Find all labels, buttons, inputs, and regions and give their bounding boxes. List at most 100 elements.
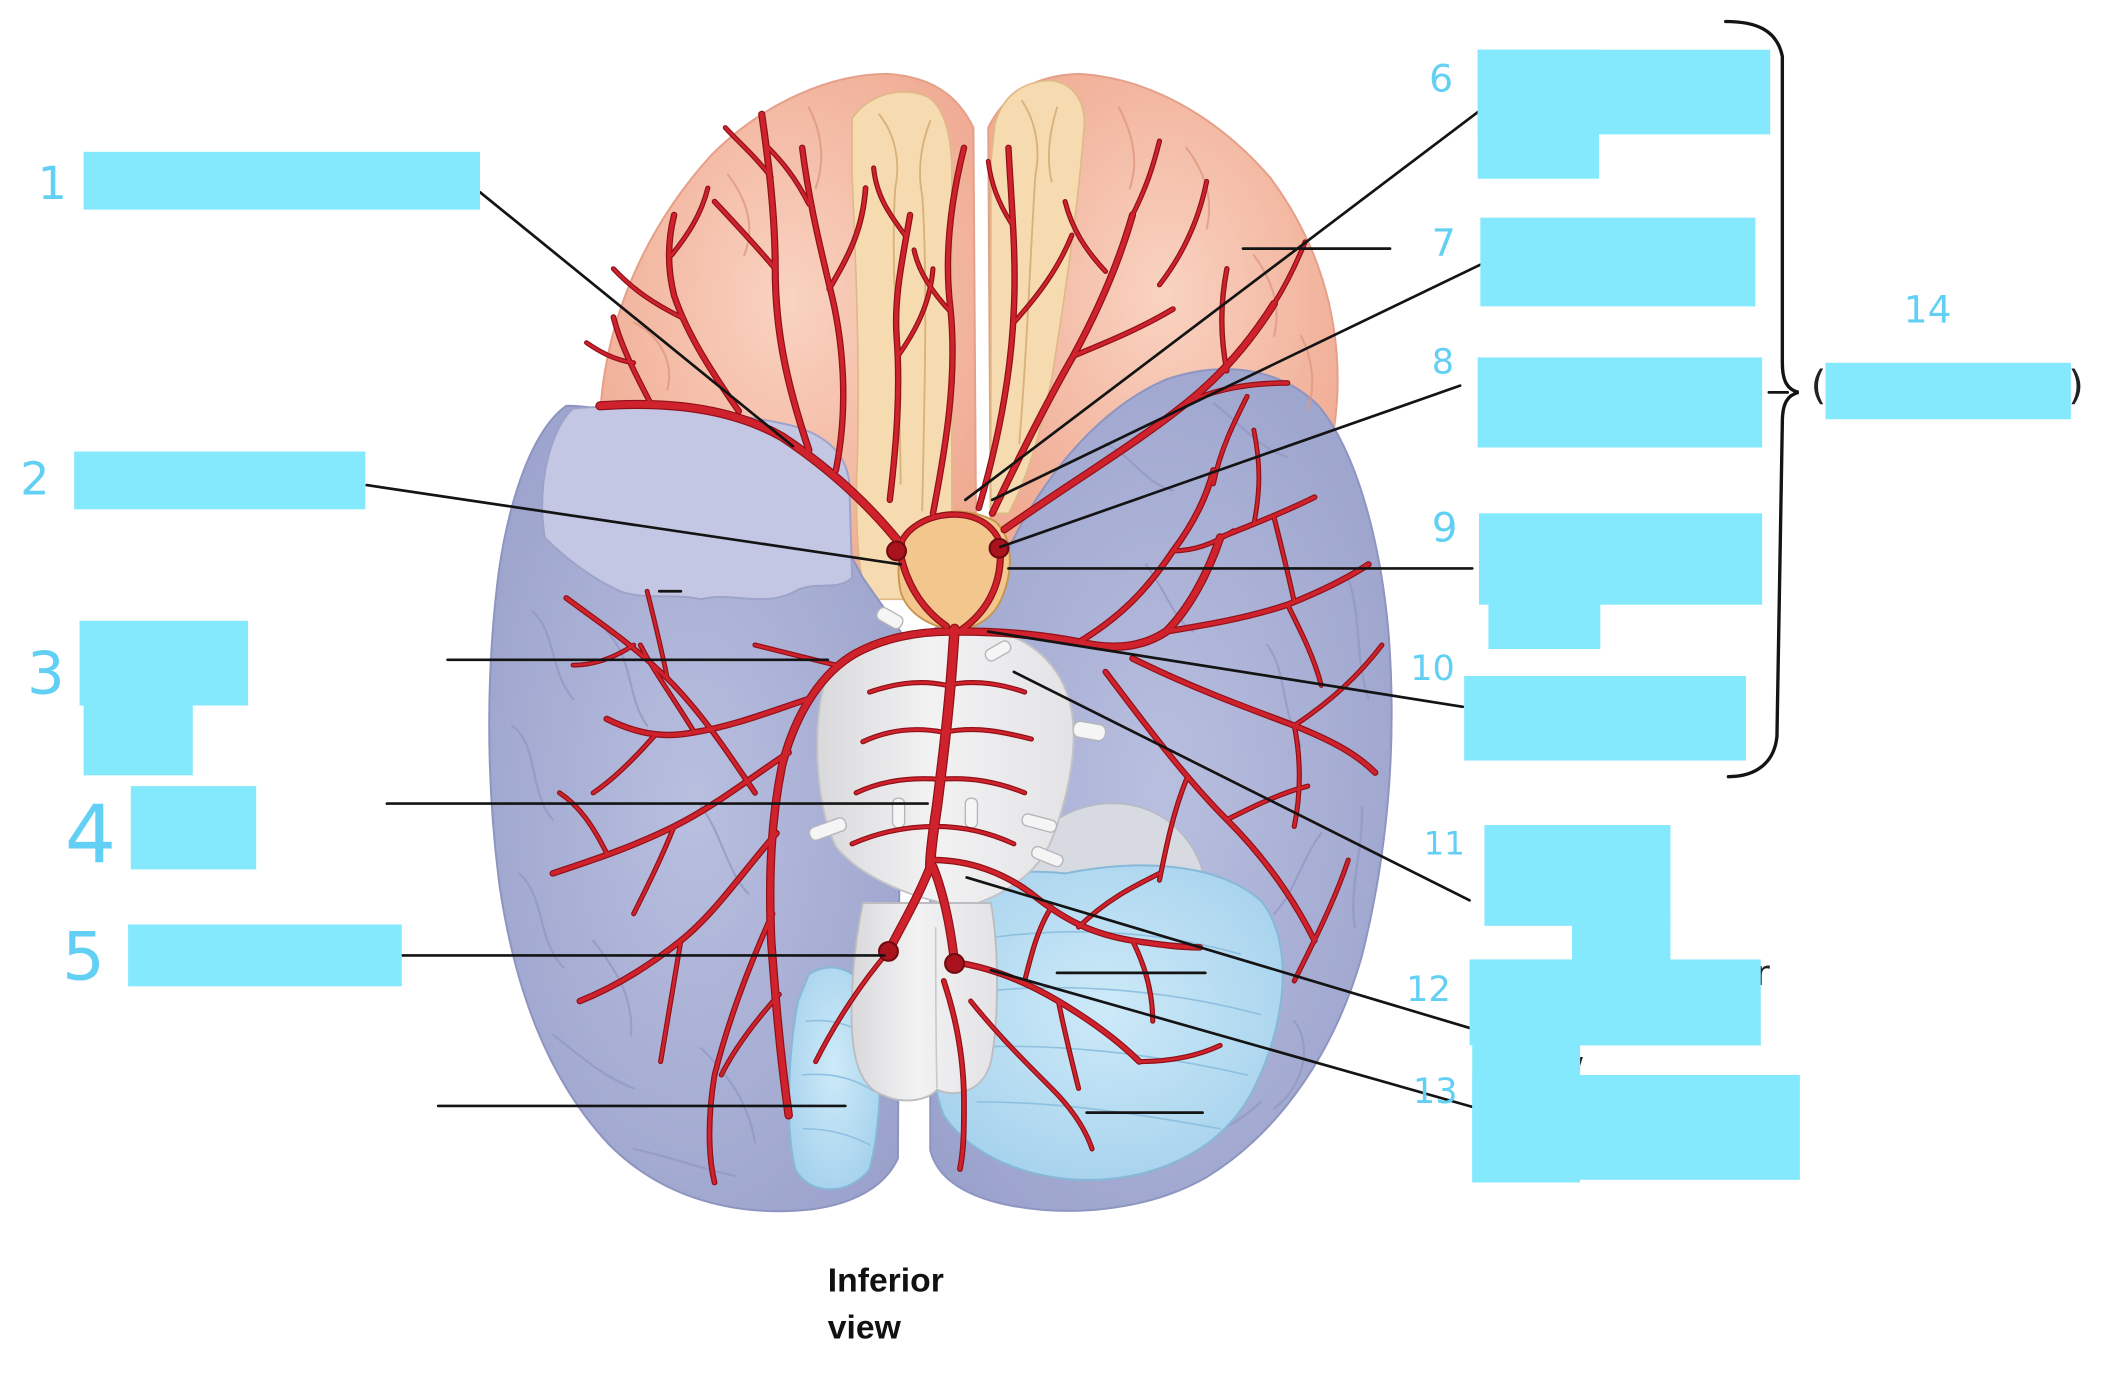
leader-lines [365, 108, 1790, 1114]
label-box-8 [1477, 357, 1763, 448]
number-label-2: 2 [20, 453, 49, 506]
gyrus-line [1272, 1020, 1306, 1110]
anterior-cerebral-branch [872, 166, 908, 238]
pontine-branch [934, 825, 1016, 846]
posterior-cerebral-branch [1158, 778, 1188, 882]
internal-carotid-right-end [988, 537, 1010, 559]
pontine-branch [868, 681, 948, 694]
anterior-cerebral-branch [912, 248, 952, 314]
view-caption: Inferior view [828, 1262, 944, 1346]
frontal-branch [667, 212, 741, 414]
gyrus-line [699, 1047, 757, 1144]
cerebellar-branch [1023, 905, 1053, 983]
basilar-artery [926, 624, 959, 871]
number-label-4: 4 [65, 789, 116, 883]
number-label-6: 6 [1429, 56, 1453, 100]
cranial-nerve-stub [808, 817, 848, 841]
posterior-cerebral-branch [719, 993, 781, 1077]
posterior-cerebral-branch [1286, 603, 1323, 687]
cranial-nerve-stub [876, 606, 904, 630]
middle-cerebral-artery-right [1001, 301, 1277, 533]
caption-line-1: Inferior [828, 1262, 944, 1299]
curly-brace [1724, 19, 1800, 779]
label-box-11-tab [1572, 913, 1671, 968]
posterior-cerebral-branch [1218, 495, 1317, 540]
folium-line [801, 1073, 875, 1092]
posterior-cerebral-artery-left [767, 628, 954, 1119]
folium-line [959, 1045, 1248, 1076]
trigeminal-nerve-stub [1072, 720, 1107, 742]
label-box-9 [1478, 513, 1763, 605]
label-box-4 [130, 786, 257, 870]
frontal-branch [1131, 139, 1161, 217]
cranial-nerve-stub [964, 797, 979, 829]
posterior-cerebral-branch [1292, 643, 1384, 727]
leader-line-7 [990, 263, 1482, 502]
vertebral-right-end [944, 953, 965, 974]
anterior-cerebral-branch [987, 160, 1013, 225]
frontal-branch [1184, 381, 1290, 405]
gyrus-line [517, 872, 565, 969]
gyrus-line [1352, 805, 1364, 929]
posterior-communicating-left [898, 552, 949, 629]
posterior-cerebral-branch [1292, 858, 1350, 983]
circle-of-willis-ring [898, 512, 1003, 547]
label-box-13 [1472, 1075, 1800, 1180]
olfactory-tract-line [919, 119, 932, 512]
gyrus-line [1347, 576, 1370, 700]
frontal-branch [800, 145, 846, 473]
posterior-cerebral-branch [639, 643, 696, 734]
anterior-cerebral-branch [930, 145, 966, 516]
frontal-branch [1220, 267, 1229, 373]
cerebellar-branch [930, 857, 1202, 950]
label-box-11 [1484, 825, 1671, 926]
number-label-14: 14 [1904, 288, 1952, 332]
posterior-cerebral-branch [1252, 428, 1261, 526]
frontal-gyrus-line [632, 321, 671, 391]
posterior-cerebral-branch [645, 590, 669, 680]
anterior-cerebral-branch [887, 212, 913, 502]
arteries [549, 110, 1385, 1186]
anterior-cerebral-branch [896, 267, 935, 358]
frontal-branch [712, 199, 777, 271]
frontal-branch [764, 143, 811, 206]
leader-line-11 [1012, 670, 1471, 902]
leader-line-10 [986, 630, 1465, 709]
medulla [850, 902, 998, 1102]
gyrus-line [551, 1033, 635, 1090]
number-label-5: 5 [62, 918, 105, 996]
label-box-14 [1825, 362, 2071, 420]
label-box-2 [74, 451, 366, 510]
pontine-branch [861, 728, 946, 744]
number-label-3: 3 [27, 638, 65, 707]
leader-line-8 [999, 384, 1462, 549]
cerebellar-branch [1137, 1044, 1222, 1063]
posterior-cerebral-branch [591, 735, 656, 795]
gyrus-line [699, 805, 750, 895]
posterior-cerebral-artery-right [956, 534, 1224, 650]
label-box-6-tab [1477, 49, 1599, 179]
folium-line [976, 1101, 1221, 1130]
leader-line-12 [965, 876, 1471, 1030]
temporal-pole-left [541, 405, 854, 601]
frontal-branch [1063, 200, 1107, 273]
label-boxes [74, 49, 2071, 1183]
label-box-10 [1464, 675, 1746, 761]
label-box-5 [128, 924, 402, 987]
anterior-cerebral-branch [1012, 233, 1074, 324]
number-label-1: 1 [38, 157, 67, 210]
gyrus-line [511, 724, 554, 821]
number-label-7: 7 [1432, 220, 1456, 264]
frontal-branch [723, 126, 773, 179]
frontal-gyrus-line [727, 173, 751, 257]
leader-line-6 [963, 108, 1482, 502]
leader-line-1 [478, 190, 795, 448]
label-box-3-tab [83, 692, 193, 776]
pontine-branch [854, 777, 942, 795]
vertebral-left-end [878, 940, 899, 962]
pontine-branch [945, 681, 1026, 694]
cerebellar-branch [1057, 999, 1080, 1090]
posterior-cerebral-branch [632, 825, 676, 916]
number-label-10: 10 [1410, 649, 1455, 689]
